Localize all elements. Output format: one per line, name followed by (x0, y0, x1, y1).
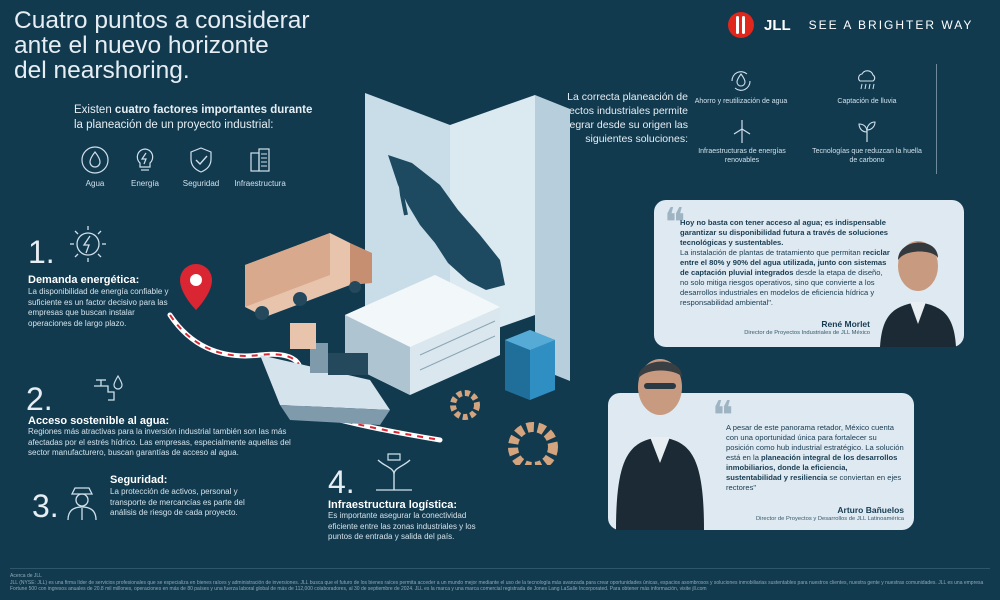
energy-demand-icon (70, 226, 106, 262)
intro-bold: cuatro factores importantes durante (114, 104, 313, 116)
title-line: del nearshoring. (14, 57, 190, 84)
quote-author: René Morlet (821, 319, 870, 329)
wind-turbine-icon (733, 120, 751, 143)
brand-block: JLL SEE A BRIGHTER WAY (728, 10, 973, 40)
quote-role: Director de Proyectos Industriales de JL… (744, 330, 870, 336)
footer: Acerca de JLL JLL (NYSE: JLL) es una fir… (10, 573, 990, 593)
security-guard-icon (67, 487, 97, 521)
water-drop-icon (81, 146, 109, 174)
intro-text: la planeación de un proyecto industrial: (74, 119, 274, 131)
gear-large-icon (508, 422, 558, 465)
quote-span: La instalación de plantas de tratamiento… (680, 248, 863, 257)
section-title: Demanda energética: (28, 274, 140, 286)
factor-water: Agua (64, 145, 126, 188)
section-number: 1. (28, 234, 55, 270)
avatar (616, 359, 704, 530)
factor-label: Energía (130, 179, 160, 188)
water-tap-icon (94, 374, 123, 401)
divider (936, 64, 937, 174)
section-title: Infraestructura logística: (328, 499, 457, 511)
footer-text: JLL (NYSE: JLL) es una firma líder de se… (10, 579, 984, 593)
lightbulb-bolt-icon (136, 148, 154, 171)
gear-icon (450, 390, 480, 420)
section-body: Regiones más atractivas para la inversió… (28, 427, 291, 457)
jll-logo-icon (728, 12, 754, 38)
factor-security: Seguridad (170, 145, 232, 188)
factor-label: Infraestructura (234, 179, 286, 188)
section-number: 4. (328, 464, 355, 500)
quote-author: Arturo Bañuelos (837, 505, 904, 515)
rain-cloud-icon (858, 70, 876, 90)
factor-infrastructure: Infraestructura (228, 145, 292, 188)
solution-label: Captación de lluvia (837, 98, 897, 105)
factor-label: Agua (85, 179, 105, 188)
solution-carbon: Tecnologías que reduzcan la huella de ca… (812, 118, 922, 165)
solution-renewables: Infraestructuras de energías renovables (690, 118, 794, 165)
solution-label: Ahorro y reutilización de agua (694, 98, 788, 105)
ship-bridge (290, 323, 316, 349)
mexico-map-icon (388, 155, 505, 290)
water-recycle-icon (731, 71, 751, 91)
quote-card-morlet: ❝ Hoy no basta con tener acceso al agua;… (654, 200, 964, 347)
solution-label: Infraestructuras de energías renovables (698, 148, 786, 164)
section-title: Seguridad: (110, 474, 168, 486)
buildings-icon (250, 148, 270, 172)
footer-divider (10, 568, 990, 569)
map-panel-right (535, 95, 570, 381)
brand-tagline: SEE A BRIGHTER WAY (808, 18, 974, 32)
intro-text: Existen (74, 104, 115, 116)
title-line: ante el nuevo horizonte (14, 32, 269, 59)
avatar (880, 241, 956, 347)
road-junction-icon (376, 453, 412, 491)
solutions-intro: La correcta planeación de proyectos indu… (548, 91, 688, 145)
title-line: Cuatro puntos a considerar (14, 7, 310, 34)
shield-check-icon (190, 147, 212, 173)
sprout-icon (858, 121, 876, 142)
footer-heading: Acerca de JLL (10, 573, 42, 579)
location-pin-icon (180, 264, 212, 310)
section-number: 3. (32, 488, 59, 524)
quote-span: A pesar de este panorama retador, México… (726, 423, 904, 462)
nearshoring-illustration (167, 93, 570, 465)
quote-span: se conviertan en ejes rectores" (726, 473, 902, 492)
factor-label: Seguridad (182, 179, 220, 188)
page-title: Cuatro puntos a considerar ante el nuevo… (14, 8, 344, 83)
factor-energy: Energía (114, 145, 176, 188)
solution-water-reuse: Ahorro y reutilización de agua (686, 68, 796, 106)
section-number: 2. (26, 381, 53, 417)
quote-bold: planeación integral de los desarrollos i… (726, 453, 898, 482)
quote-span: desde la etapa de diseño, no solo mitiga… (680, 268, 883, 307)
section-body: La protección de activos, personal y tra… (110, 487, 245, 517)
quote-bold: Hoy no basta con tener acceso al agua; e… (680, 218, 889, 247)
factors-intro: Existen cuatro factores importantes dura… (74, 103, 324, 133)
cargo-ship-icon (260, 355, 390, 410)
quote-bold: reciclar entre el 80% y 90% del agua uti… (680, 248, 890, 277)
section-title: Acceso sostenible al agua: (28, 415, 170, 427)
quote-text: A pesar de este panorama retador, México… (726, 423, 904, 493)
solution-label: Tecnologías que reduzcan la huella de ca… (812, 148, 922, 164)
section-body: Es importante asegurar la conectividad e… (328, 511, 476, 541)
quote-text: Hoy no basta con tener acceso al agua; e… (680, 218, 890, 308)
quote-mark-icon: ❝ (712, 393, 734, 438)
quote-role: Director de Proyectos y Desarrollos de J… (756, 516, 904, 522)
brand-name: JLL (764, 16, 791, 34)
solution-rain-capture: Captación de lluvia (812, 68, 922, 106)
quote-mark-icon: ❝ (664, 200, 686, 245)
section-body: La disponibilidad de energía confiable y… (28, 287, 169, 328)
